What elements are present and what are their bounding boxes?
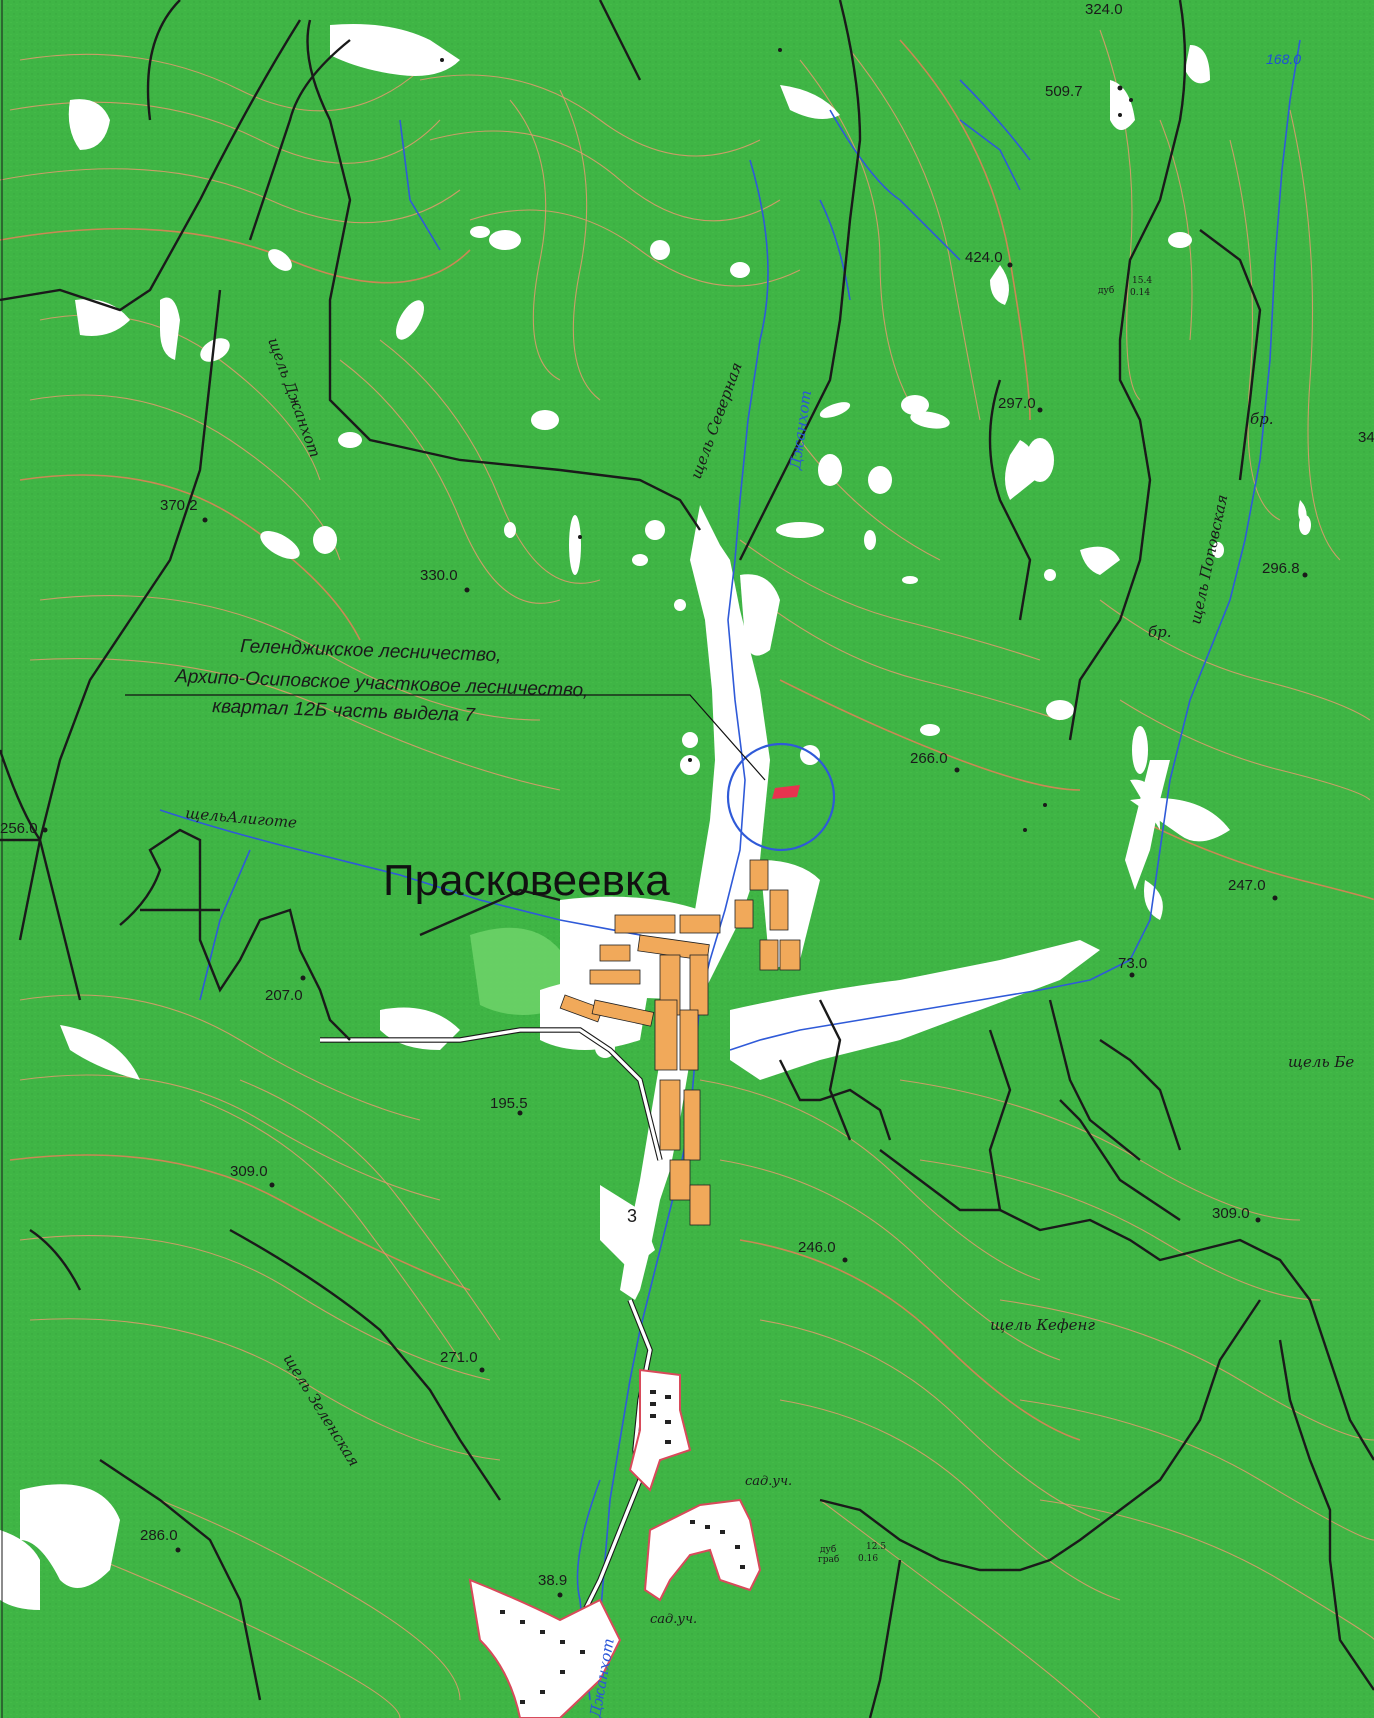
elev-label: 38.9	[538, 1572, 567, 1589]
elev-label: 309.0	[230, 1163, 268, 1180]
elev-label: 330.0	[420, 567, 458, 584]
tree-species: дуб	[820, 1544, 836, 1555]
elev-label: 266.0	[910, 750, 948, 767]
ford-label: бр.	[1148, 623, 1172, 641]
tree-species: дуб	[1098, 285, 1114, 296]
gorge-label-kefeng: щель Кефенг	[990, 1316, 1095, 1334]
river-water-level: 168.0	[1266, 51, 1301, 67]
elevation-points	[42, 85, 1308, 1598]
elev-label: 297.0	[998, 395, 1036, 412]
tree-height: 12.5	[866, 1542, 886, 1552]
garden-plot-label: сад.уч.	[745, 1474, 792, 1489]
route-marker-number: 3	[627, 1206, 637, 1226]
tree-note: дуб 15.4 0.14	[1098, 276, 1152, 298]
elev-label: 271.0	[440, 1349, 478, 1366]
elev-label: 309.0	[1212, 1205, 1250, 1222]
clearing-markers	[440, 48, 1133, 832]
elev-label: 509.7	[1045, 83, 1083, 100]
small-clearings	[200, 59, 1311, 1058]
garden-plot-label: сад.уч.	[650, 1612, 697, 1627]
streams	[159, 39, 1301, 1701]
ford-label: бр.	[1250, 410, 1274, 428]
elev-label: 424.0	[965, 249, 1003, 266]
tree-height: 15.4	[1132, 276, 1152, 286]
elev-label: 370.2	[160, 497, 198, 514]
elev-label: 286.0	[140, 1527, 178, 1544]
southern-settlement	[468, 1368, 762, 1718]
elev-label: 34	[1358, 429, 1374, 446]
elev-label: 256.0	[0, 820, 38, 837]
elev-label: 195.5	[490, 1095, 528, 1112]
tree-thickness: 0.14	[1130, 288, 1150, 298]
tree-thickness: 0.16	[858, 1554, 878, 1564]
elev-label: 324.0	[1085, 1, 1123, 18]
elev-label: 247.0	[1228, 877, 1266, 894]
settlement-name: Прасковеевка	[383, 856, 670, 905]
gorge-label-be: щель Бе	[1288, 1053, 1354, 1071]
annotation-leader	[125, 694, 766, 781]
elev-label: 246.0	[798, 1239, 836, 1256]
elev-label: 73.0	[1118, 955, 1147, 972]
target-plot[interactable]	[726, 742, 836, 852]
elev-label: 207.0	[265, 987, 303, 1004]
tree-species-2: граб	[818, 1554, 839, 1565]
tree-note: дуб граб 12.5 0.16	[818, 1542, 886, 1565]
village-buildings	[559, 859, 801, 1226]
elev-label: 296.8	[1262, 560, 1300, 577]
